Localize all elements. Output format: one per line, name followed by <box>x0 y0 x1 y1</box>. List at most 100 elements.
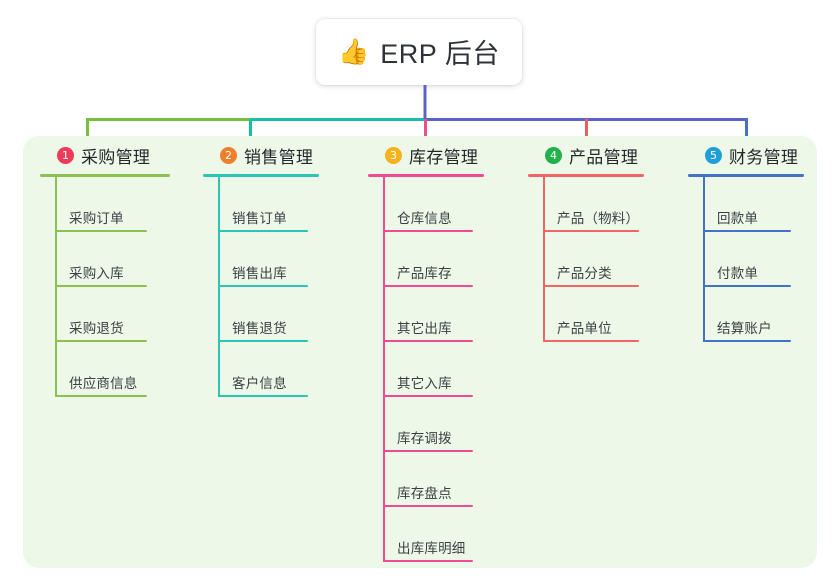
branch-column-inventory: 3 库存管理仓库信息产品库存其它出库其它入库库存调拨库存盘点出库库明细 <box>368 136 528 562</box>
branch-underline <box>40 174 170 177</box>
leaf-node[interactable]: 出库库明细 <box>383 507 528 562</box>
leaf-node[interactable]: 产品单位 <box>543 287 688 342</box>
branch-column-sales: 2 销售管理销售订单销售出库销售退货客户信息 <box>203 136 363 397</box>
leaf-node[interactable]: 销售出库 <box>218 232 363 287</box>
branch-index-badge: 2 <box>220 146 237 164</box>
leaf-underline <box>383 340 473 342</box>
leaf-node[interactable]: 库存盘点 <box>383 452 528 507</box>
branches-panel <box>23 136 817 568</box>
branch-spine <box>218 177 220 397</box>
leaf-label: 采购订单 <box>69 211 124 226</box>
leaf-node[interactable]: 客户信息 <box>218 342 363 397</box>
leaf-underline <box>218 395 308 397</box>
thumbs-up-icon: 👍 <box>338 36 370 66</box>
branch-leaf-list: 销售订单销售出库销售退货客户信息 <box>203 177 363 397</box>
leaf-label: 出库库明细 <box>397 541 466 556</box>
leaf-node[interactable]: 付款单 <box>703 232 839 287</box>
leaf-underline <box>55 340 147 342</box>
branch-index-badge: 4 <box>545 146 562 164</box>
leaf-label: 供应商信息 <box>69 376 138 391</box>
branch-header-sales[interactable]: 2 销售管理 <box>203 136 363 174</box>
leaf-node[interactable]: 其它入库 <box>383 342 528 397</box>
leaf-underline <box>218 285 308 287</box>
branch-index-badge: 1 <box>57 146 74 164</box>
leaf-label: 库存调拨 <box>397 431 452 446</box>
branch-index-badge: 3 <box>385 146 402 164</box>
branch-title: 产品管理 <box>569 147 639 167</box>
leaf-label: 销售退货 <box>232 321 287 336</box>
leaf-node[interactable]: 采购退货 <box>55 287 200 342</box>
leaf-node[interactable]: 库存调拨 <box>383 397 528 452</box>
leaf-node[interactable]: 产品（物料） <box>543 177 688 232</box>
leaf-node[interactable]: 其它出库 <box>383 287 528 342</box>
branch-leaf-list: 采购订单采购入库采购退货供应商信息 <box>40 177 200 397</box>
branch-spine <box>543 177 545 342</box>
branch-title: 库存管理 <box>409 147 479 167</box>
branch-header-finance[interactable]: 5 财务管理 <box>688 136 839 174</box>
leaf-underline <box>543 340 639 342</box>
leaf-node[interactable]: 采购订单 <box>55 177 200 232</box>
leaf-underline <box>383 395 473 397</box>
branch-leaf-list: 产品（物料） 产品分类产品单位 <box>528 177 688 342</box>
branch-header-inventory[interactable]: 3 库存管理 <box>368 136 528 174</box>
leaf-node[interactable]: 销售订单 <box>218 177 363 232</box>
leaf-underline <box>55 230 147 232</box>
leaf-node[interactable]: 销售退货 <box>218 287 363 342</box>
leaf-underline <box>55 395 147 397</box>
branch-underline <box>203 174 319 177</box>
leaf-label: 销售出库 <box>232 266 287 281</box>
leaf-underline <box>383 560 473 562</box>
branch-underline <box>368 174 484 177</box>
root-node-card[interactable]: 👍 ERP 后台 <box>316 19 522 85</box>
leaf-label: 客户信息 <box>232 376 287 391</box>
leaf-label: 付款单 <box>717 266 759 281</box>
branch-underline <box>688 174 804 177</box>
branch-title: 财务管理 <box>729 147 799 167</box>
leaf-underline <box>543 230 639 232</box>
branch-column-purchasing: 1 采购管理采购订单采购入库采购退货供应商信息 <box>40 136 200 397</box>
branch-index-badge: 5 <box>705 146 722 164</box>
leaf-label: 库存盘点 <box>397 486 452 501</box>
branch-header-product[interactable]: 4 产品管理 <box>528 136 688 174</box>
leaf-label: 产品分类 <box>557 266 612 281</box>
leaf-node[interactable]: 回款单 <box>703 177 839 232</box>
leaf-label: 结算账户 <box>717 321 772 336</box>
leaf-underline <box>383 450 473 452</box>
leaf-node[interactable]: 仓库信息 <box>383 177 528 232</box>
branch-title: 销售管理 <box>244 147 314 167</box>
branch-underline <box>528 174 644 177</box>
branch-spine <box>383 177 385 562</box>
branch-spine <box>55 177 57 397</box>
leaf-node[interactable]: 供应商信息 <box>55 342 200 397</box>
leaf-label: 采购退货 <box>69 321 124 336</box>
leaf-underline <box>543 285 639 287</box>
branch-column-finance: 5 财务管理回款单付款单结算账户 <box>688 136 839 342</box>
leaf-underline <box>383 230 473 232</box>
leaf-underline <box>383 285 473 287</box>
leaf-label: 仓库信息 <box>397 211 452 226</box>
branch-column-product: 4 产品管理产品（物料） 产品分类产品单位 <box>528 136 688 342</box>
leaf-label: 产品库存 <box>397 266 452 281</box>
leaf-node[interactable]: 结算账户 <box>703 287 839 342</box>
leaf-underline <box>218 340 308 342</box>
leaf-label: 采购入库 <box>69 266 124 281</box>
leaf-underline <box>703 285 791 287</box>
leaf-label: 销售订单 <box>232 211 287 226</box>
leaf-label: 其它出库 <box>397 321 452 336</box>
leaf-underline <box>218 230 308 232</box>
branch-leaf-list: 仓库信息产品库存其它出库其它入库库存调拨库存盘点出库库明细 <box>368 177 528 562</box>
leaf-node[interactable]: 采购入库 <box>55 232 200 287</box>
branch-columns: 1 采购管理采购订单采购入库采购退货供应商信息 2 销售管理销售订单销售出库销售退货客… <box>23 136 817 568</box>
root-node-title: ERP 后台 <box>380 38 500 69</box>
root-node-content: 👍 ERP 后台 <box>338 32 500 71</box>
leaf-node[interactable]: 产品分类 <box>543 232 688 287</box>
leaf-underline <box>703 230 791 232</box>
branch-leaf-list: 回款单付款单结算账户 <box>688 177 839 342</box>
leaf-label: 产品（物料） <box>557 211 640 226</box>
leaf-underline <box>383 505 473 507</box>
branch-header-purchasing[interactable]: 1 采购管理 <box>40 136 200 174</box>
branch-title: 采购管理 <box>81 147 151 167</box>
leaf-label: 回款单 <box>717 211 759 226</box>
leaf-node[interactable]: 产品库存 <box>383 232 528 287</box>
